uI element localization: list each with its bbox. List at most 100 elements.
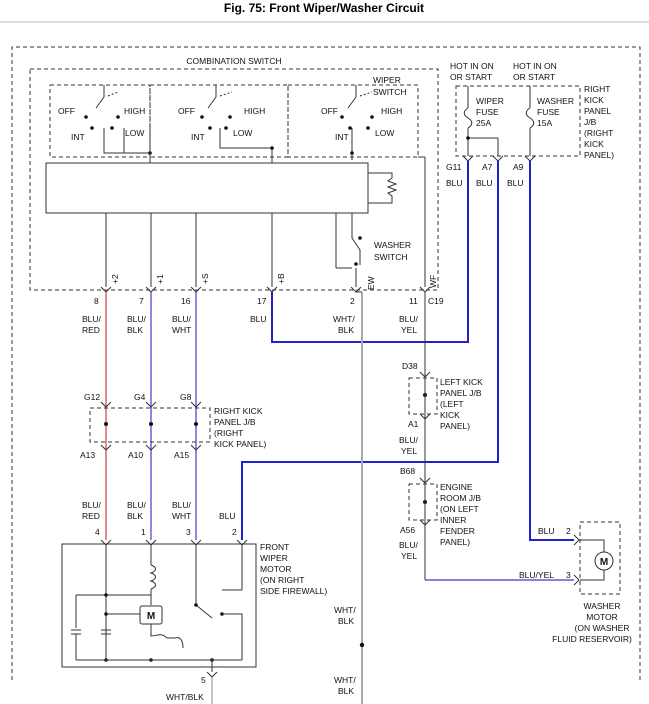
svg-text:(ON WASHER: (ON WASHER [575,623,630,633]
terminal-name-1: +2 [110,274,120,284]
switch-wire-color-5a: WHT/ [333,314,355,324]
wiper-switch-label-2: SWITCH [373,87,407,97]
low-label-1: LOW [125,128,144,138]
front-motor-symbol: M [147,611,155,622]
left-kick-panel-box [408,377,438,415]
terminal-name-6: WF [428,275,438,288]
svg-text:KICK: KICK [584,139,604,149]
svg-text:KICK: KICK [584,95,604,105]
front-motor-ground-pin: 5 [201,675,206,685]
wht-blk-2b: BLK [338,686,354,696]
top-wire-color-1: BLU [446,178,463,188]
motor-pin-2: 2 [232,527,237,537]
wiper-switch-label-1: WIPER [373,75,401,85]
hot-in-2-line2: OR START [513,72,555,82]
off-label-1: OFF [58,106,75,116]
fuse-connector-marks [462,155,536,162]
svg-text:WASHER: WASHER [584,601,621,611]
engine-room-color-1: BLU/ [399,540,419,550]
wht-blk-1a: WHT/ [334,605,356,615]
front-motor-internals [71,545,243,704]
left-kick-top-pin: D38 [402,361,418,371]
switch-connector-label: C19 [428,296,444,306]
svg-text:WIPER: WIPER [260,553,288,563]
wht-blk-2a: WHT/ [334,675,356,685]
washer-pin-2: 2 [566,526,571,536]
int-label-2: INT [191,132,205,142]
svg-text:FLUID RESERVOIR): FLUID RESERVOIR) [552,634,632,644]
high-label-1: HIGH [124,106,145,116]
motor-wire-color-2b: BLK [127,511,143,521]
switch-wire-color-6b: YEL [401,325,417,335]
combination-switch-label: COMBINATION SWITCH [186,56,281,66]
washer-motor-internals [573,534,614,586]
left-kick-marks [419,371,431,420]
engine-room-label: ENGINE ROOM J/B (ON LEFT INNER FENDER PA… [440,482,481,547]
svg-text:MOTOR: MOTOR [260,564,291,574]
svg-text:FENDER: FENDER [440,526,475,536]
harness-wires [105,161,574,704]
switch-wire-color-6a: BLU/ [399,314,419,324]
left-kick-color-1: BLU/ [399,435,419,445]
washer-switch-label-1: WASHER [374,240,411,250]
engine-room-color-2: YEL [401,551,417,561]
top-connector-g11: G11 [446,162,462,172]
right-kick-mid-marks [100,401,202,451]
switch-wire-color-1b: RED [82,325,100,335]
motor-wire-color-3b: WHT [172,511,191,521]
washer-motor-symbol: M [600,557,608,568]
engine-room-marks [419,477,431,526]
rk-mid-bottom-pin-3: A15 [174,450,189,460]
switch-pin-5: 2 [350,296,355,306]
wiper-fuse-line2: FUSE [476,107,499,117]
fuse-symbols [463,86,535,156]
wiper-switch-box-2 [149,84,289,158]
switch-wire-color-5b: BLK [338,325,354,335]
combination-switch-box [29,68,439,291]
switch-wire-color-2b: BLK [127,325,143,335]
svg-text:INNER: INNER [440,515,466,525]
switch-pin-1: 8 [94,296,99,306]
svg-text:PANEL): PANEL) [584,150,614,160]
svg-text:(LEFT: (LEFT [440,399,464,409]
rk-mid-top-pin-3: G8 [180,392,192,402]
washer-switch-label-2: SWITCH [374,252,408,262]
washer-pin-3: 3 [566,570,571,580]
motor-wire-color-1b: RED [82,511,100,521]
motor-wire-color-1a: BLU/ [82,500,102,510]
washer-motor-label: WASHER MOTOR (ON WASHER FLUID RESERVOIR) [552,601,632,644]
switch-output-wires [105,156,426,287]
engine-room-bottom-pin: A56 [400,525,415,535]
svg-text:(RIGHT: (RIGHT [214,428,243,438]
wiper-fuse-name: WIPER [476,96,504,106]
int-label-3: INT [335,132,349,142]
off-label-3: OFF [321,106,338,116]
terminal-name-5: EW [366,276,376,290]
svg-text:PANEL J/B: PANEL J/B [440,388,482,398]
wiper-fuse-amps: 25A [476,118,491,128]
washer-in-color: BLU [538,526,555,536]
engine-room-top-pin: B68 [400,466,415,476]
hot-in-1-line2: OR START [450,72,492,82]
wiper-switch-box-1 [49,84,151,158]
top-wire-color-3: BLU [507,178,524,188]
terminal-name-4: +B [276,273,286,284]
svg-text:(ON RIGHT: (ON RIGHT [260,575,304,585]
svg-text:ENGINE: ENGINE [440,482,473,492]
svg-text:(RIGHT: (RIGHT [584,128,613,138]
front-wiper-motor-box [61,543,257,668]
switch-contacts [84,85,374,163]
wht-blk-1b: BLK [338,616,354,626]
wiper-switch-box-3 [287,84,419,158]
motor-pin-4: 4 [95,527,100,537]
terminal-name-3: +S [200,273,210,284]
hot-in-1-line1: HOT IN ON [450,61,494,71]
switch-pin-3: 16 [181,296,191,306]
rk-mid-top-pin-1: G12 [84,392,100,402]
top-connector-a9: A9 [513,162,524,172]
right-kick-mid-label: RIGHT KICK PANEL J/B (RIGHT KICK PANEL) [214,406,266,449]
rk-mid-top-pin-2: G4 [134,392,146,402]
svg-text:FRONT: FRONT [260,542,289,552]
svg-text:ROOM J/B: ROOM J/B [440,493,481,503]
